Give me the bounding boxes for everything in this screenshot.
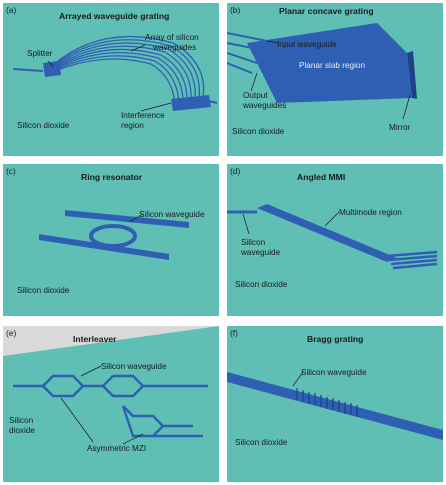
panel-interleaver: (e) Interleaver Silicon waveguide Silico… (3, 326, 219, 482)
panel-letter: (c) (6, 166, 16, 176)
mirror-label: Mirror (389, 123, 411, 132)
waveguide-label-line2: waveguide (241, 248, 281, 257)
panel-letter: (d) (230, 166, 241, 176)
bragg-illustration (227, 371, 443, 440)
panel-title: Interleaver (73, 334, 117, 344)
panel-bragg-grating: (f) Bragg grating Silicon waveguide Sili… (227, 326, 443, 482)
panel-letter: (b) (230, 5, 241, 15)
interleaver-illustration (3, 326, 219, 482)
slab-label: Planar slab region (299, 61, 365, 70)
substrate-label: Silicon dioxide (17, 121, 70, 130)
substrate-label: Silicon dioxide (235, 280, 288, 289)
panel-title: Arrayed waveguide grating (59, 11, 170, 21)
multimode-label: Multimode region (339, 208, 402, 217)
substrate-label-line2: dioxide (9, 426, 35, 435)
input-waveguide-label: Input waveguide (277, 40, 337, 49)
waveguide-label: Silicon waveguide (101, 362, 167, 371)
panel-title: Angled MMI (297, 172, 346, 182)
ring-illustration (39, 210, 189, 260)
array-label: Array of silicon (145, 33, 199, 42)
waveguide-label: Silicon (241, 238, 266, 247)
panel-letter: (a) (6, 5, 17, 15)
output-waveguides-label: Output (243, 91, 268, 100)
awg-illustration (12, 35, 218, 112)
splitter-label: Splitter (27, 49, 53, 58)
panel-letter: (f) (230, 328, 238, 338)
panel-letter: (e) (6, 328, 17, 338)
substrate-label: Silicon dioxide (232, 127, 285, 136)
interference-label: Interference (121, 111, 165, 120)
substrate-label: Silicon dioxide (17, 286, 70, 295)
array-label-line2: waveguides (153, 43, 197, 52)
panel-ring-resonator: (c) Ring resonator Silicon waveguide Sil… (3, 164, 219, 316)
output-waveguides-label-line2: waveguides (243, 101, 287, 110)
substrate-label: Silicon (9, 416, 34, 425)
panel-arrayed-waveguide-grating: (a) Arrayed waveguide grating Splitter A… (3, 3, 219, 156)
panel-title: Planar concave grating (279, 6, 374, 16)
waveguide-label: Silicon waveguide (139, 210, 205, 219)
interference-label-line2: region (121, 121, 144, 130)
panel-title: Ring resonator (81, 172, 143, 182)
panel-title: Bragg grating (307, 334, 364, 344)
waveguide-label: Silicon waveguide (301, 368, 367, 377)
substrate-label: Silicon dioxide (235, 438, 288, 447)
pcg-illustration (227, 23, 417, 120)
mmi-illustration (227, 204, 438, 270)
panel-planar-concave-grating: (b) Planar concave grating Input wavegui… (227, 3, 443, 156)
mzi-label: Asymmetric MZI (87, 444, 147, 453)
panel-angled-mmi: (d) Angled MMI Multimode region Silicon … (227, 164, 443, 316)
